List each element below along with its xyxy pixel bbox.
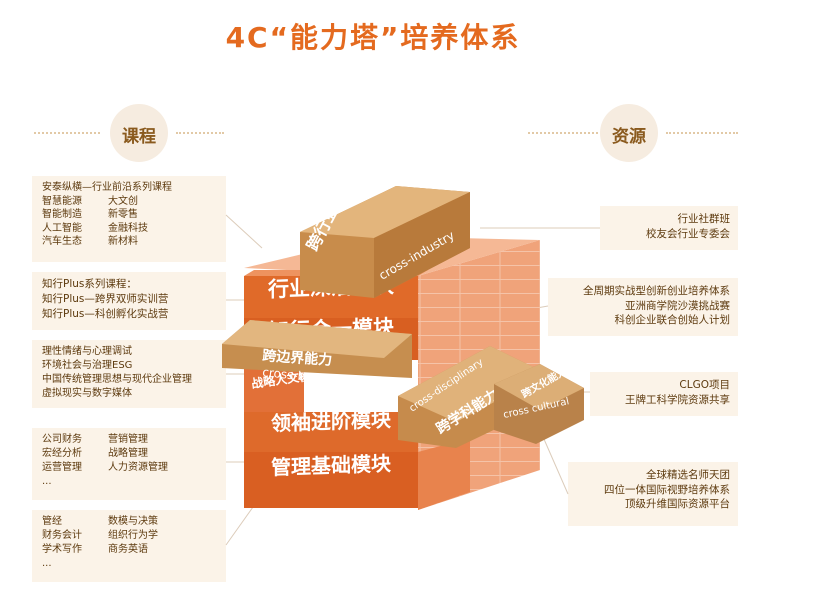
cross-boundary-cn-label: 跨边界能力: [262, 347, 333, 369]
courses-heading: 课程: [122, 127, 156, 147]
course-box-foundation: 管经数模与决策 财务会计组织行为学 学术写作商务英语 ...: [32, 510, 226, 582]
left-divider-line-right: [176, 132, 224, 134]
course-box-industry: 安泰纵横—行业前沿系列课程 智慧能源大文创 智能制造新零售 人工智能金融科技 汽…: [32, 176, 226, 262]
leadership-module-label: 领袖进阶模块: [271, 407, 392, 435]
resources-heading: 资源: [612, 127, 646, 147]
course-box-humanities: 理性情绪与心理调试 环境社会与治理ESG 中国传统管理思想与现代企业管理 虚拟现…: [32, 340, 226, 408]
right-heading-circle: [600, 104, 658, 162]
page-title: 4C“能力塔”培养体系: [225, 21, 521, 54]
left-heading-circle: [110, 104, 168, 162]
resource-box-global: 全球精选名师天团 四位一体国际视野培养体系 顶级升维国际资源平台: [568, 462, 738, 526]
course-box-plus: 知行Plus系列课程： 知行Plus—跨界双师实训营 知行Plus—科创孵化实战…: [32, 272, 226, 330]
course-box-management: 公司财务营销管理 宏经分析战略管理 运营管理人力资源管理 ...: [32, 428, 226, 500]
resource-box-clgo: CLGO项目 王牌工科学院资源共享: [590, 372, 738, 416]
left-divider-line: [34, 132, 100, 134]
management-module-bar: [244, 452, 418, 508]
resource-box-community: 行业社群班 校友会行业专委会: [600, 206, 738, 250]
right-divider-line: [528, 132, 598, 134]
leadership-module-bar: [244, 412, 418, 452]
resource-box-innovation: 全周期实战型创新创业培养体系 亚洲商学院沙漠挑战赛 科创企业联合创始人计划: [548, 278, 738, 336]
right-divider-line-right: [666, 132, 738, 134]
management-module-label: 管理基础模块: [271, 451, 392, 479]
